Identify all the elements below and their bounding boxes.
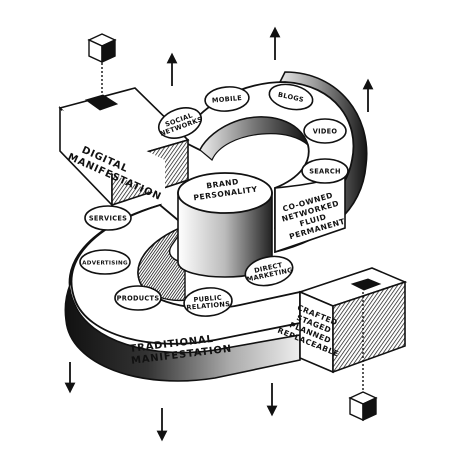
digital-pill-1: SocialNetworks	[157, 107, 204, 139]
traditional-pill-5: DirectMarketing	[244, 255, 294, 287]
direction-arrows	[64, 26, 374, 442]
digital-pill-4-shape	[303, 118, 347, 144]
traditional-pill-1: Services	[84, 205, 132, 231]
traditional-pill-2-line-1: Advertising	[82, 260, 128, 266]
traditional-pill-2-label: Advertising	[82, 260, 128, 266]
digital-pill-5: Search	[301, 158, 349, 184]
digital-pill-3-shape	[268, 83, 314, 111]
traditional-pill-3-shape	[114, 285, 162, 311]
digital-pill-4: Video	[303, 118, 347, 144]
digital-ring	[58, 71, 368, 254]
digital-pill-2-line-1: Mobile	[212, 94, 243, 105]
traditional-pill-1-label: Services	[89, 214, 127, 222]
digital-pill-1-shape	[157, 107, 203, 139]
core-pillar-top	[177, 172, 273, 214]
traditional-arm-side	[332, 280, 406, 374]
traditional-pill-1-line-1: Services	[89, 214, 127, 222]
digital-pill-4-label: Video	[313, 127, 338, 135]
traditional-pill-4: PublicRelations	[183, 287, 233, 317]
digital-pill-5-shape	[301, 158, 349, 184]
digital-pill-5-line-1: Search	[309, 167, 341, 175]
traditional-pill-1-shape	[84, 205, 132, 231]
bottom-cube	[348, 292, 378, 422]
digital-pill-5-label: Search	[309, 167, 341, 175]
traditional-pill-3-line-1: Products	[117, 294, 160, 302]
digital-label-face	[62, 110, 165, 198]
traditional-pill-3-label: Products	[117, 294, 160, 302]
traditional-pill-4-line-1: Public	[193, 294, 222, 304]
traditional-traits-label: Crafted Staged Planned Replaceable	[276, 299, 351, 358]
digital-pill-3: Blogs	[268, 83, 314, 111]
digital-socket	[84, 94, 119, 111]
traditional-pill-3: Products	[114, 285, 162, 311]
top-cube	[87, 33, 117, 97]
digital-ring-inner-wall	[199, 116, 310, 161]
traditional-pill-4-line-2: Relations	[186, 300, 230, 312]
digital-pill-2-label: Mobile	[212, 94, 243, 105]
traditional-socket	[350, 278, 382, 291]
traditional-pill-4-label: PublicRelations	[186, 293, 231, 312]
traditional-pill-2: Advertising	[79, 249, 131, 275]
traditional-pill-4-shape	[183, 287, 233, 317]
digital-pill-4-line-1: Video	[313, 127, 338, 135]
channel-pills: SocialNetworks Mobile BlogsVideoSearchServ…	[79, 83, 349, 317]
traditional-pill-5-shape	[244, 255, 294, 287]
traditional-pill-2-shape	[79, 249, 131, 275]
core-pillar	[177, 172, 273, 278]
